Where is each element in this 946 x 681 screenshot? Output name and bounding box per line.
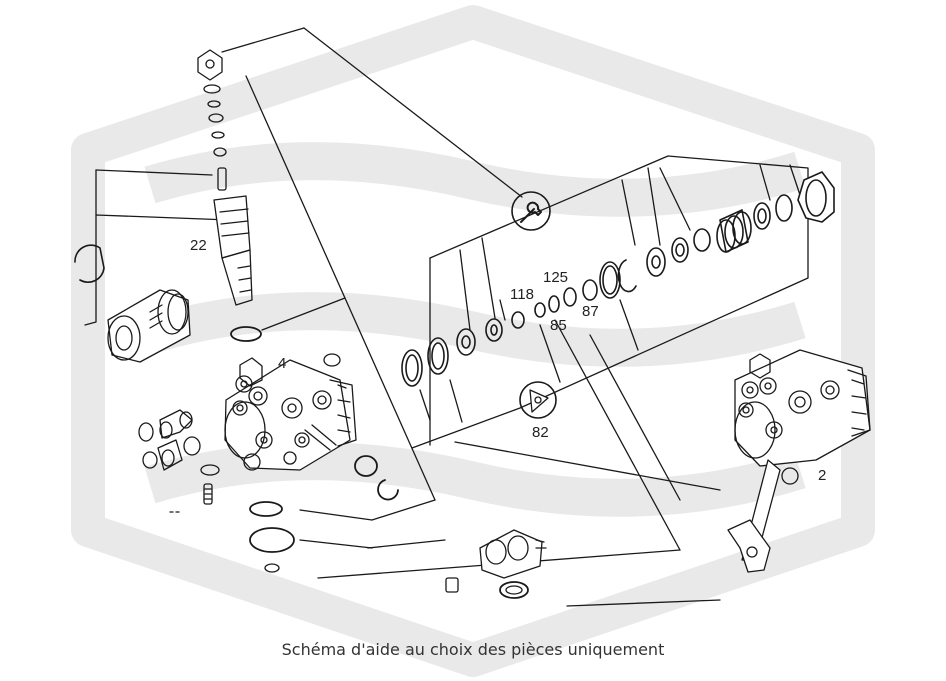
fittings-left [138,409,295,573]
callout-125: 125 [543,269,568,286]
callout-87: 87 [582,303,599,320]
steering-gear-assembly [224,353,357,471]
callout-labels: 22 4 118 125 85 87 82 2 [190,237,826,484]
callout-82: 82 [532,424,549,441]
steering-box-assembly [727,349,871,573]
seal-ring-stack [401,171,835,387]
housing-rings [354,455,399,501]
bottom-bracket [445,529,547,599]
part-82-flange [519,381,557,419]
callout-2: 2 [818,467,826,484]
callout-4: 4 [278,355,286,372]
diagram-caption: Schéma d'aide au choix des pièces unique… [281,640,665,659]
leader-lines [84,27,809,607]
valve-body [74,244,191,363]
wrench-icon [511,191,551,231]
callout-22: 22 [190,237,207,254]
callout-85: 85 [550,317,567,334]
callout-118: 118 [510,286,534,303]
watermark-logo [71,5,875,677]
input-shaft-stack [197,49,262,342]
